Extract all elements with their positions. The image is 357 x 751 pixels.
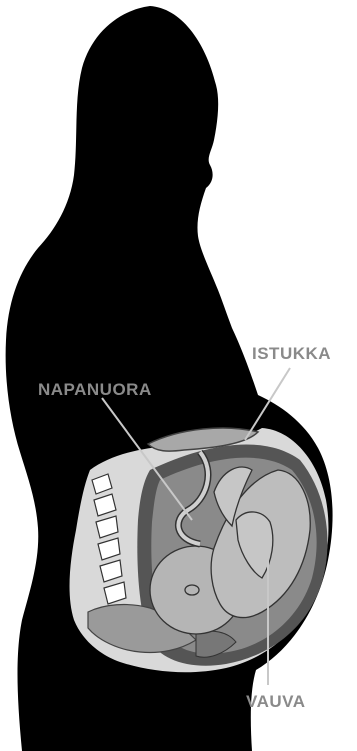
umbilical-cord-label: NAPANUORA	[38, 380, 152, 399]
placenta-label: ISTUKKA	[252, 344, 331, 363]
baby-label: VAUVA	[246, 692, 306, 711]
